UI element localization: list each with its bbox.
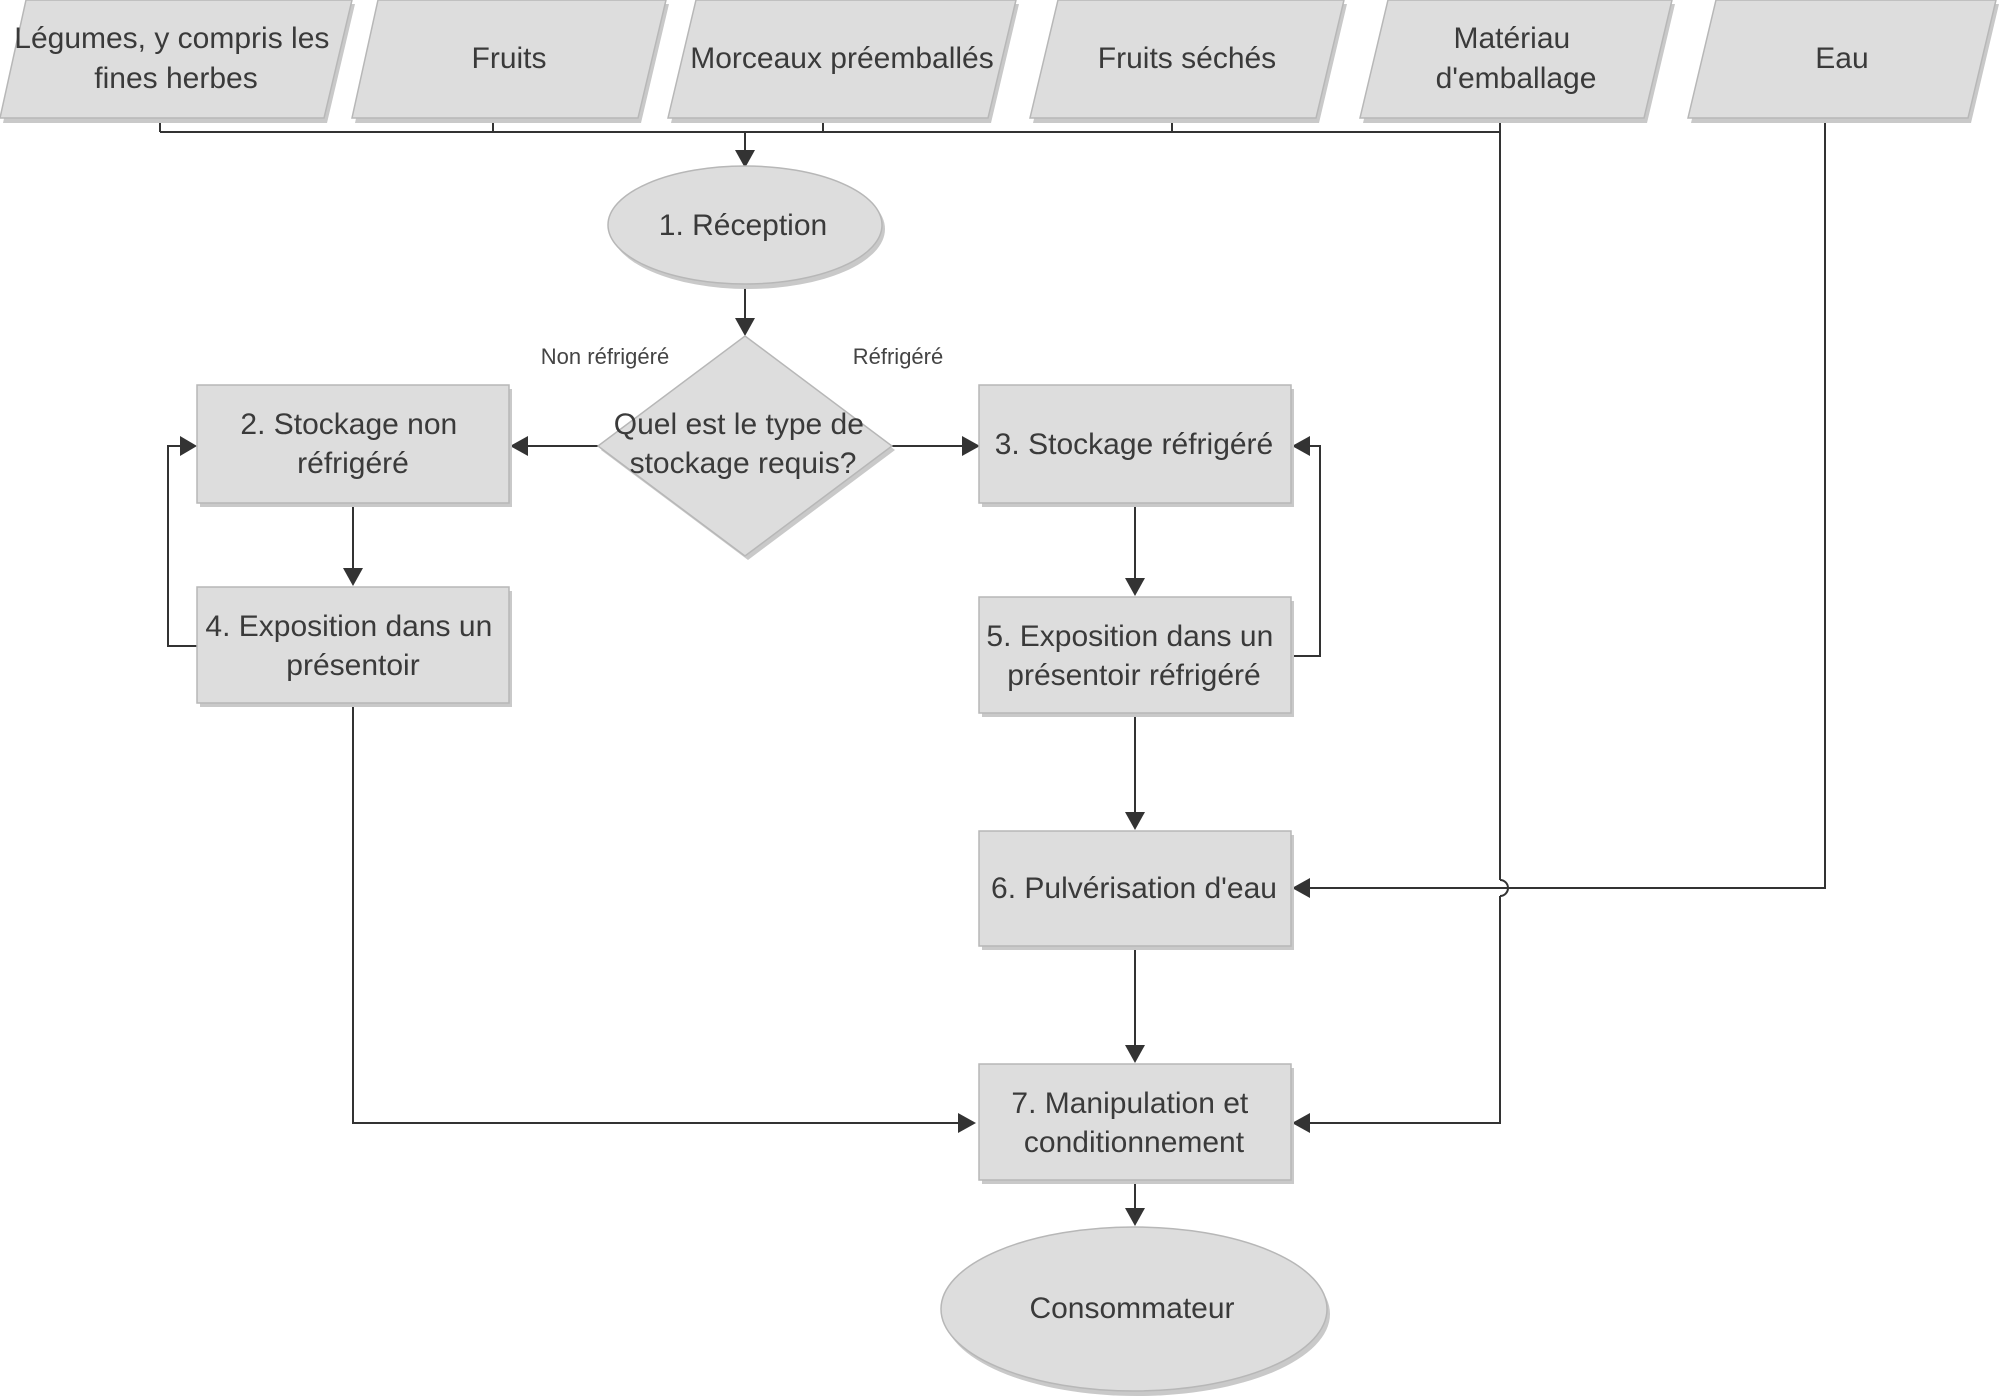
arrowhead-stockage-3 [962, 436, 980, 456]
input-morceaux-label: Morceaux préemballés [690, 42, 993, 75]
input-eau-label: Eau [1815, 42, 1868, 75]
edge-label-non-refrigere: Non réfrigéré [541, 344, 669, 369]
node-stockage-refrigere: 3. Stockage réfrigéré [978, 384, 1294, 507]
node-manipulation: 7. Manipulation et conditionnement [978, 1063, 1294, 1184]
input-legumes-label: Légumes, y compris les fines herbes [14, 22, 337, 95]
input-materiau: Matériau d'emballage [1359, 0, 1675, 123]
node-decision-line-2: stockage requis? [630, 447, 857, 480]
node-exposition-refrigere-line-2: présentoir réfrigéré [1007, 659, 1260, 692]
connector-4-loop-to-2 [167, 445, 197, 647]
input-morceaux-line-1: Morceaux préemballés [690, 42, 993, 75]
input-materiau-line-1: Matériau [1453, 22, 1570, 55]
input-materiau-line-2: d'emballage [1436, 62, 1597, 95]
input-fruits-label: Fruits [472, 42, 547, 75]
connector-5-loop-to-3 [1292, 445, 1321, 657]
arrowhead-stockage-2 [510, 436, 528, 456]
arrowhead-manipulation-top [1125, 1045, 1145, 1063]
node-exposition-presentoir-label: 4. Exposition dans un présentoir [205, 610, 500, 682]
node-stockage-non-refrigere-line-2: réfrigéré [297, 447, 409, 480]
node-exposition-presentoir-line-1: 4. Exposition dans un [205, 610, 492, 643]
node-consommateur-label: Consommateur [1029, 1292, 1234, 1325]
input-materiau-label: Matériau d'emballage [1436, 22, 1597, 95]
arrowheads [180, 150, 1310, 1226]
input-fruits-seches-line-1: Fruits séchés [1098, 42, 1276, 75]
node-decision-line-1: Quel est le type de [614, 408, 864, 441]
input-legumes: Légumes, y compris les fines herbes [0, 0, 355, 123]
node-stockage-refrigere-label: 3. Stockage réfrigéré [995, 428, 1273, 461]
arrowhead-loop-3 [1292, 436, 1310, 456]
input-fruits-seches: Fruits séchés [1029, 0, 1347, 123]
input-eau-line-1: Eau [1815, 42, 1868, 75]
node-reception-line-1: 1. Réception [659, 209, 827, 242]
node-pulverisation: 6. Pulvérisation d'eau [978, 830, 1294, 950]
node-exposition-presentoir: 4. Exposition dans un présentoir [196, 586, 512, 707]
arrowhead-consommateur [1125, 1208, 1145, 1226]
arrowhead-manipulation-right [1292, 1113, 1310, 1133]
node-pulverisation-line-1: 6. Pulvérisation d'eau [991, 872, 1277, 905]
input-morceaux: Morceaux préemballés [667, 0, 1019, 123]
arrowhead-decision [735, 318, 755, 336]
node-manipulation-line-2: conditionnement [1024, 1126, 1245, 1159]
edge-label-refrigere: Réfrigéré [853, 344, 943, 369]
arrowhead-manipulation-left [958, 1113, 976, 1133]
input-legumes-line-1: Légumes, y compris les [14, 22, 329, 55]
node-stockage-non-refrigere-line-1: 2. Stockage non [240, 408, 457, 441]
arrowhead-pulverisation [1125, 812, 1145, 830]
arrowhead-exposition-5 [1125, 578, 1145, 596]
node-consommateur-line-1: Consommateur [1029, 1292, 1234, 1325]
input-fruits-seches-label: Fruits séchés [1098, 42, 1276, 75]
connector-materiau-to-7-lower [1310, 896, 1501, 1124]
node-decision: Quel est le type de stockage requis? [596, 335, 895, 560]
node-pulverisation-label: 6. Pulvérisation d'eau [991, 872, 1277, 905]
arrowhead-eau [1292, 878, 1310, 898]
node-consommateur: Consommateur [940, 1226, 1330, 1396]
node-decision-label: Quel est le type de stockage requis? [614, 408, 873, 480]
connectors [159, 118, 1826, 1209]
node-exposition-refrigere: 5. Exposition dans un présentoir réfrigé… [978, 596, 1294, 717]
input-legumes-line-2: fines herbes [94, 62, 257, 95]
connector-4-to-7 [352, 703, 958, 1124]
node-manipulation-label: 7. Manipulation et conditionnement [1011, 1087, 1256, 1159]
node-reception: 1. Réception [607, 165, 885, 289]
node-manipulation-line-1: 7. Manipulation et [1011, 1087, 1248, 1120]
arrowhead-reception [735, 150, 755, 168]
input-fruits: Fruits [351, 0, 669, 123]
node-exposition-presentoir-line-2: présentoir [286, 649, 419, 682]
node-stockage-non-refrigere: 2. Stockage non réfrigéré [196, 384, 512, 507]
connector-eau-to-6 [1310, 118, 1826, 889]
node-reception-label: 1. Réception [659, 209, 827, 242]
node-exposition-refrigere-label: 5. Exposition dans un présentoir réfrigé… [986, 620, 1281, 692]
node-exposition-refrigere-line-1: 5. Exposition dans un [986, 620, 1273, 653]
input-eau: Eau [1687, 0, 1999, 123]
input-fruits-line-1: Fruits [472, 42, 547, 75]
node-stockage-refrigere-line-1: 3. Stockage réfrigéré [995, 428, 1273, 461]
node-stockage-non-refrigere-label: 2. Stockage non réfrigéré [240, 408, 465, 480]
arrowhead-exposition-4 [343, 568, 363, 586]
arrowhead-loop-2 [180, 436, 197, 456]
